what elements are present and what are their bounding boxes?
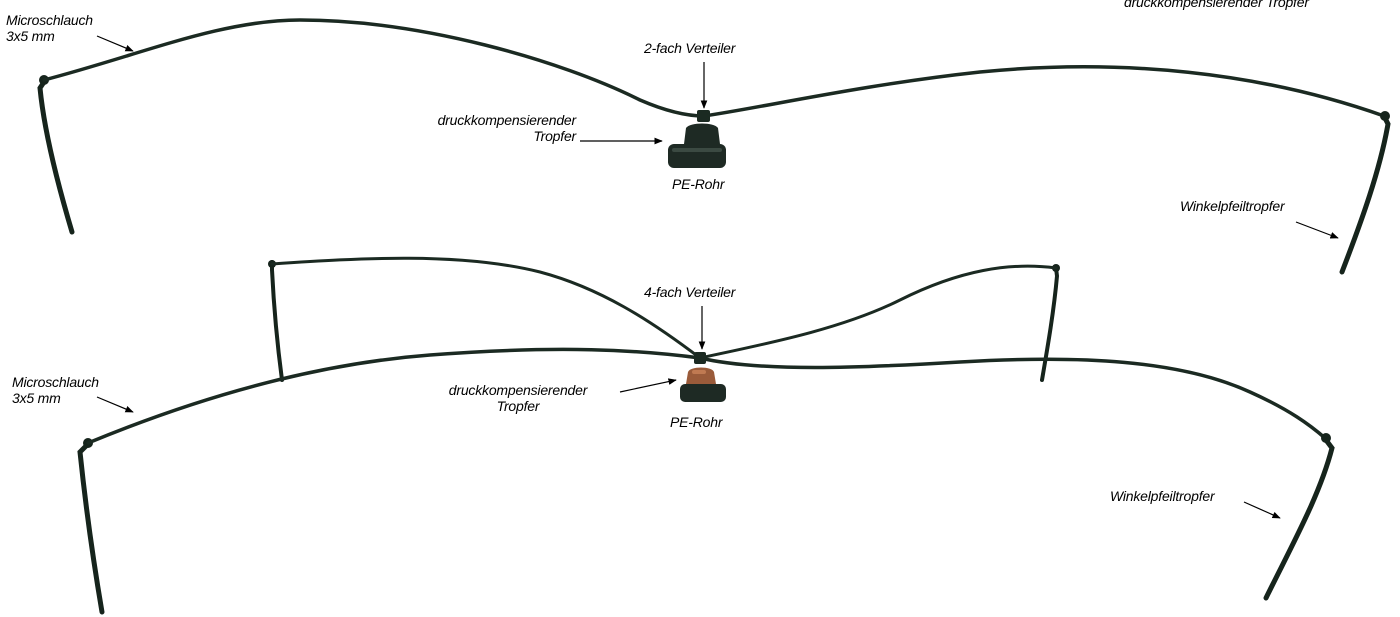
bottom-dripper-label: druckkompensierender Tropfer (428, 382, 608, 414)
top-dripper-label-line-1: druckkompensierender (437, 112, 577, 128)
top-distributor (697, 110, 710, 122)
bottom-dripper-label-line-2: Tropfer (496, 398, 540, 414)
top-pe-pipe-label: PE-Rohr (672, 176, 725, 192)
bottom-microtube-arrow (96, 396, 134, 413)
bottom-dripper-assembly (680, 352, 726, 402)
top-dripper-label-line-2: Tropfer (533, 128, 576, 144)
bottom-pe-pipe-label: PE-Rohr (670, 414, 723, 430)
top-right-stake (1339, 113, 1391, 275)
top-stake-arrow (1295, 221, 1339, 239)
bottom-dripper-arrow (619, 378, 677, 393)
bottom-stake-arrow (1243, 501, 1281, 519)
bottom-assembly (77, 256, 1335, 615)
top-dripper-assembly (668, 110, 726, 168)
top-stake-label: Winkelpfeiltropfer (1180, 198, 1285, 214)
bottom-stake-label: Winkelpfeiltropfer (1110, 488, 1215, 504)
top-dripper-label: druckkompensierender Tropfer (410, 112, 577, 144)
top-left-stake (37, 79, 75, 235)
bottom-dripper-highlight (692, 370, 706, 374)
bottom-pe-pipe (680, 384, 726, 402)
bottom-left-microtube (86, 347, 702, 445)
top-distributor-label: 2-fach Verteiler (644, 40, 736, 56)
bottom-dripper (686, 367, 716, 384)
bottom-distributor-label: 4-fach Verteiler (644, 284, 736, 300)
bottom-distributor (694, 352, 706, 364)
bottom-right-microtube (698, 356, 1327, 440)
top-microtube-label-line-1: Microschlauch (6, 12, 93, 28)
top-assembly (37, 18, 1391, 275)
top-microtube-label: Microschlauch 3x5 mm (6, 12, 93, 44)
top-right-microtube (702, 65, 1386, 118)
bottom-microtube-label-line-2: 3x5 mm (12, 390, 61, 406)
bottom-microtube-label: Microschlauch 3x5 mm (12, 374, 99, 406)
top-pe-pipe-highlight (672, 148, 722, 152)
top-microtube-label-line-2: 3x5 mm (6, 28, 55, 44)
top-left-microtube (42, 18, 706, 118)
bottom-left-inner-stake (270, 260, 284, 382)
bottom-right-inner-stake (1040, 266, 1060, 382)
top-microtube-arrow (96, 35, 134, 52)
top-pe-pipe (668, 144, 726, 168)
bottom-left-stake (77, 443, 105, 615)
bottom-upper-left-microtube (270, 256, 702, 360)
bottom-microtube-label-line-1: Microschlauch (12, 374, 99, 390)
bottom-dripper-label-line-1: druckkompensierender (448, 382, 588, 398)
bottom-upper-right-microtube (698, 264, 1058, 360)
top-dripper (684, 123, 720, 144)
top-right-stake-head (1380, 111, 1390, 121)
bottom-right-stake (1263, 437, 1335, 601)
top-cropped-dripper-label: druckkompensierender Tropfer (1124, 0, 1309, 10)
